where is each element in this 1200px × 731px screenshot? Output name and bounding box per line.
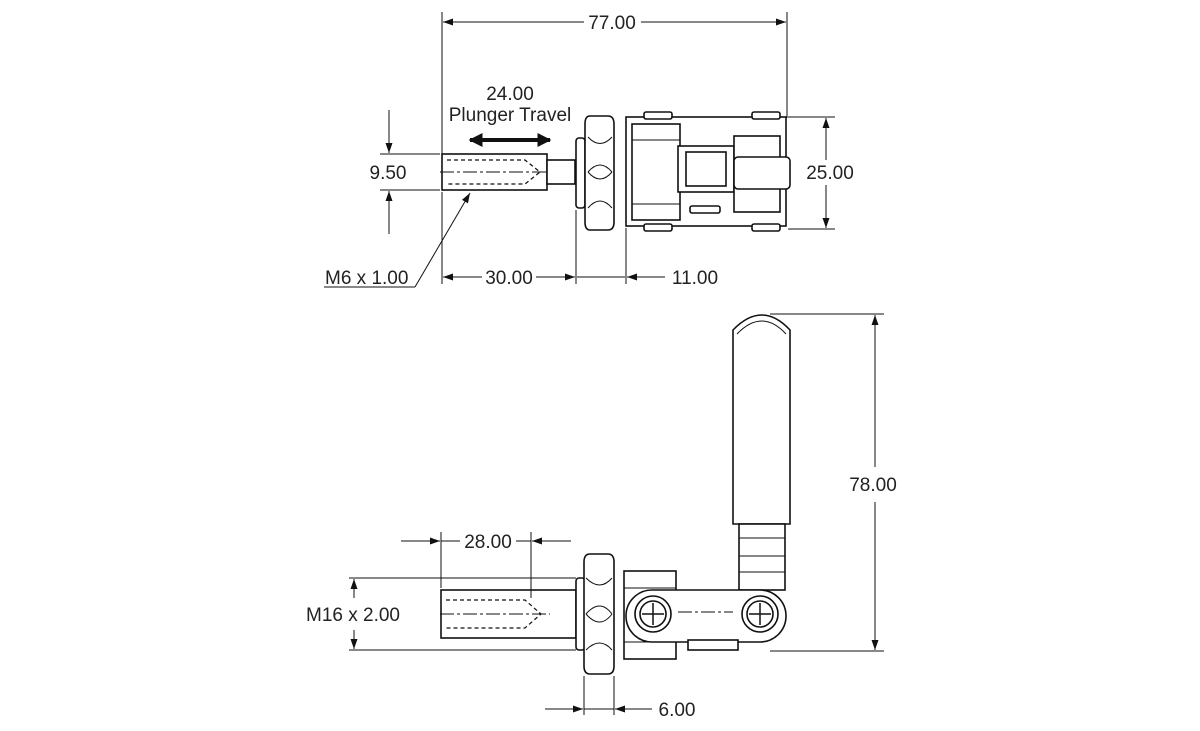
mount-thread-label: M16 x 2.00 <box>306 605 400 626</box>
plunger-length-label: 30.00 <box>485 268 533 289</box>
body-width-label: 25.00 <box>806 163 854 184</box>
nut-thickness-label: 6.00 <box>659 700 696 721</box>
travel-text-label: Plunger Travel <box>449 105 572 126</box>
dim-nut-to-body: 11.00 <box>577 268 718 289</box>
dim-overall-length: 77.00 <box>441 12 788 165</box>
dim-plunger-length: 30.00 <box>441 192 627 289</box>
dim-nut-thickness: 6.00 <box>545 676 695 721</box>
nut-to-body-label: 11.00 <box>672 268 718 289</box>
top-nut <box>546 115 615 231</box>
dim-mount-thread: M16 x 2.00 <box>306 577 576 651</box>
thread-length-label: 28.00 <box>464 532 512 553</box>
side-plunger <box>440 589 577 639</box>
plunger-travel: 24.00 Plunger Travel <box>449 84 572 147</box>
top-body <box>625 111 791 232</box>
side-handle <box>732 314 791 591</box>
side-nut <box>575 553 615 675</box>
plunger-diameter-label: 9.50 <box>370 163 407 184</box>
overall-length-label: 77.00 <box>588 13 636 34</box>
side-body <box>623 570 787 660</box>
handle-height-label: 78.00 <box>849 475 897 496</box>
top-view: 77.00 24.00 Plunger Travel 9.50 <box>324 12 854 289</box>
thread-callout-m6: M6 x 1.00 <box>324 192 471 289</box>
dim-thread-length: 28.00 <box>401 532 571 598</box>
thread-callout-label: M6 x 1.00 <box>325 268 408 289</box>
side-view: 78.00 <box>306 313 897 721</box>
travel-value-label: 24.00 <box>486 84 534 105</box>
dim-handle-height: 78.00 <box>770 313 897 652</box>
dim-plunger-diameter: 9.50 <box>370 110 440 234</box>
dim-body-width: 25.00 <box>788 116 854 230</box>
top-plunger <box>440 153 550 191</box>
